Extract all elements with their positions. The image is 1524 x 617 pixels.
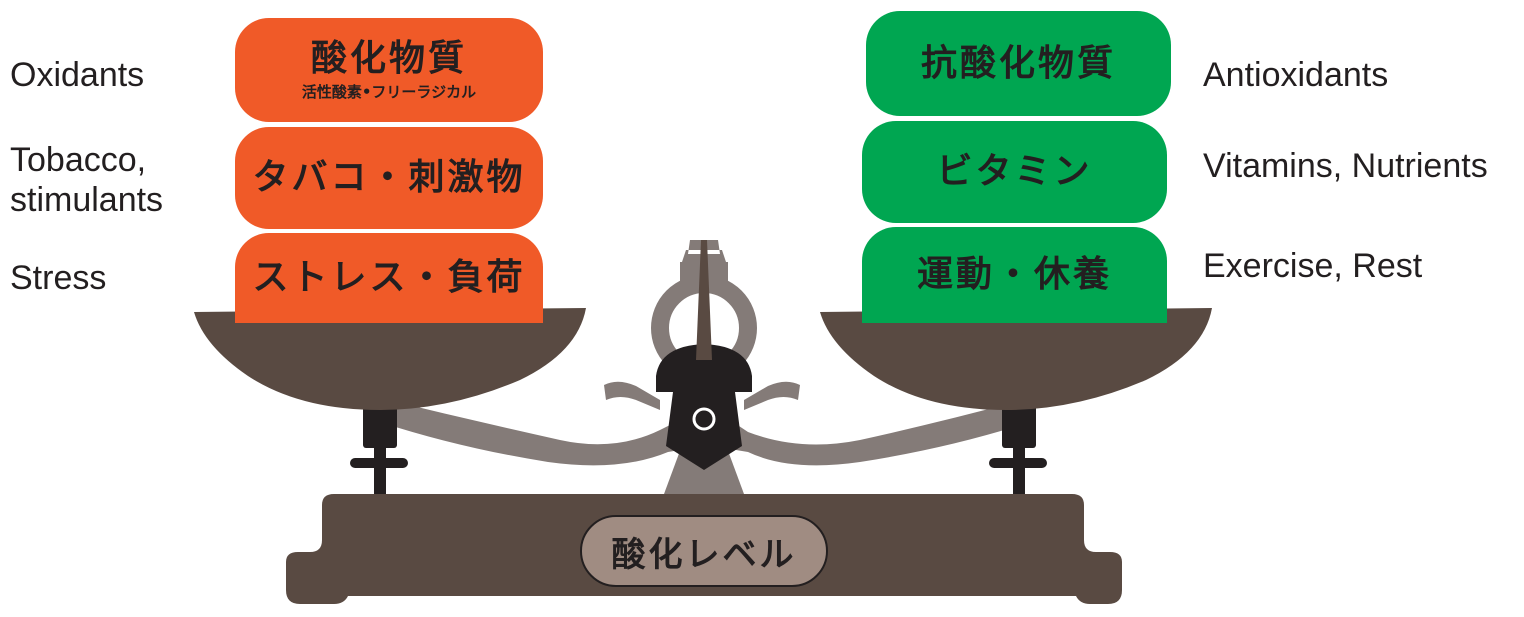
- tobacco-box: タバコ・刺激物: [235, 127, 543, 229]
- oxidant-box: 酸化物質 活性酸素•フリーラジカル: [235, 18, 543, 122]
- scale-left-pan: [194, 308, 586, 410]
- vitamin-box-title: ビタミン: [936, 151, 1093, 192]
- scale-right-support: [989, 398, 1047, 494]
- left-label-stress: Stress: [10, 259, 107, 297]
- oxidation-level-label: 酸化レベル: [611, 534, 797, 575]
- antioxidant-box-title: 抗酸化物質: [920, 42, 1116, 84]
- scale-base: [286, 494, 1122, 604]
- right-label-exercise: Exercise, Rest: [1203, 247, 1423, 285]
- left-label-oxidants: Oxidants: [10, 56, 145, 94]
- vitamin-box: ビタミン: [862, 121, 1167, 223]
- scale-pointer-housing: [651, 240, 757, 470]
- antioxidant-box: 抗酸化物質: [866, 11, 1171, 116]
- exercise-box-title: 運動・休養: [916, 254, 1112, 295]
- oxidant-box-title: 酸化物質: [310, 38, 467, 79]
- scale-left-support: [350, 398, 408, 494]
- left-label-tobacco: Tobacco, stimulants: [10, 141, 164, 219]
- tobacco-box-title: タバコ・刺激物: [252, 157, 526, 198]
- stress-box: ストレス・負荷: [235, 233, 543, 323]
- exercise-box: 運動・休養: [862, 227, 1167, 323]
- stress-box-title: ストレス・負荷: [252, 257, 526, 298]
- oxidant-box-subtitle: 活性酸素•フリーラジカル: [301, 83, 477, 101]
- scale-right-pan: [820, 308, 1212, 410]
- right-label-antioxidants: Antioxidants: [1203, 56, 1389, 94]
- right-label-vitamins: Vitamins, Nutrients: [1203, 147, 1488, 185]
